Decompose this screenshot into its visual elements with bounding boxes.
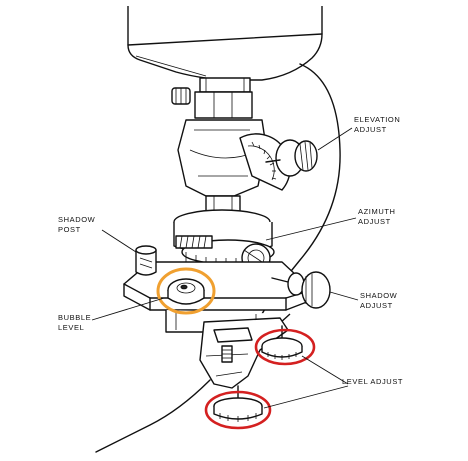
callout-azimuth-adjust: AZIMUTH ADJUST: [358, 207, 396, 226]
level-adjust-foot-right: [261, 325, 303, 360]
label-bubble-level-line1: BUBBLE: [58, 313, 91, 322]
label-shadow-adjust-line1: SHADOW: [360, 291, 398, 300]
shadow-adjust-knob: [271, 271, 331, 309]
callout-bubble-level: BUBBLE LEVEL: [58, 313, 91, 332]
shadow-post: [135, 245, 157, 276]
callout-elevation-adjust: ELEVATION ADJUST: [354, 115, 400, 134]
level-adjust-highlight-right: [254, 328, 316, 366]
label-shadow-adjust-line2: ADJUST: [360, 301, 393, 310]
azimuth-assembly: [173, 209, 275, 273]
label-elevation-adjust-line2: ADJUST: [354, 125, 387, 134]
bubble-level-highlight: [156, 267, 216, 315]
label-azimuth-adjust-line1: AZIMUTH: [358, 207, 396, 216]
leader-lines: [91, 127, 359, 409]
bubble-level: [167, 278, 205, 305]
cable-lower: [95, 379, 211, 453]
label-level-adjust: LEVEL ADJUST: [342, 377, 403, 386]
label-shadow-post-line2: POST: [58, 225, 81, 234]
callout-level-adjust: LEVEL ADJUST: [342, 377, 403, 386]
label-bubble-level-line2: LEVEL: [58, 323, 84, 332]
elevation-assembly: [171, 87, 318, 217]
level-adjust-foot-bottom: [213, 385, 263, 422]
level-adjust-highlight-bottom: [204, 390, 272, 430]
top-housing: [127, 6, 323, 93]
label-shadow-post-line1: SHADOW: [58, 215, 96, 224]
label-elevation-adjust-line1: ELEVATION: [354, 115, 400, 124]
callout-shadow-post: SHADOW POST: [58, 215, 96, 234]
label-azimuth-adjust-line2: ADJUST: [358, 217, 391, 226]
callout-shadow-adjust: SHADOW ADJUST: [360, 291, 398, 310]
